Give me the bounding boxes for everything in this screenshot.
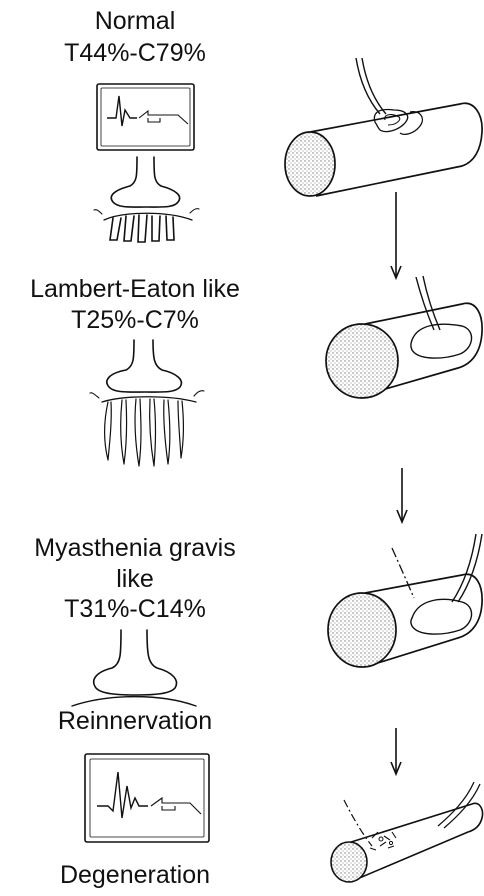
muscle-fiber-icon [285, 58, 482, 196]
nerve-terminal-icon [94, 157, 199, 242]
nerve-terminal-icon [72, 630, 196, 706]
arrow-down-icon [391, 192, 401, 278]
arrow-down-icon [391, 728, 401, 774]
oscilloscope-icon [85, 754, 209, 842]
arrow-down-icon [397, 468, 407, 522]
muscle-fiber-icon [331, 782, 483, 882]
muscle-fiber-icon [328, 534, 482, 667]
oscilloscope-icon [97, 84, 194, 150]
nerve-terminal-icon [90, 340, 204, 466]
muscle-fiber-icon [326, 276, 482, 398]
